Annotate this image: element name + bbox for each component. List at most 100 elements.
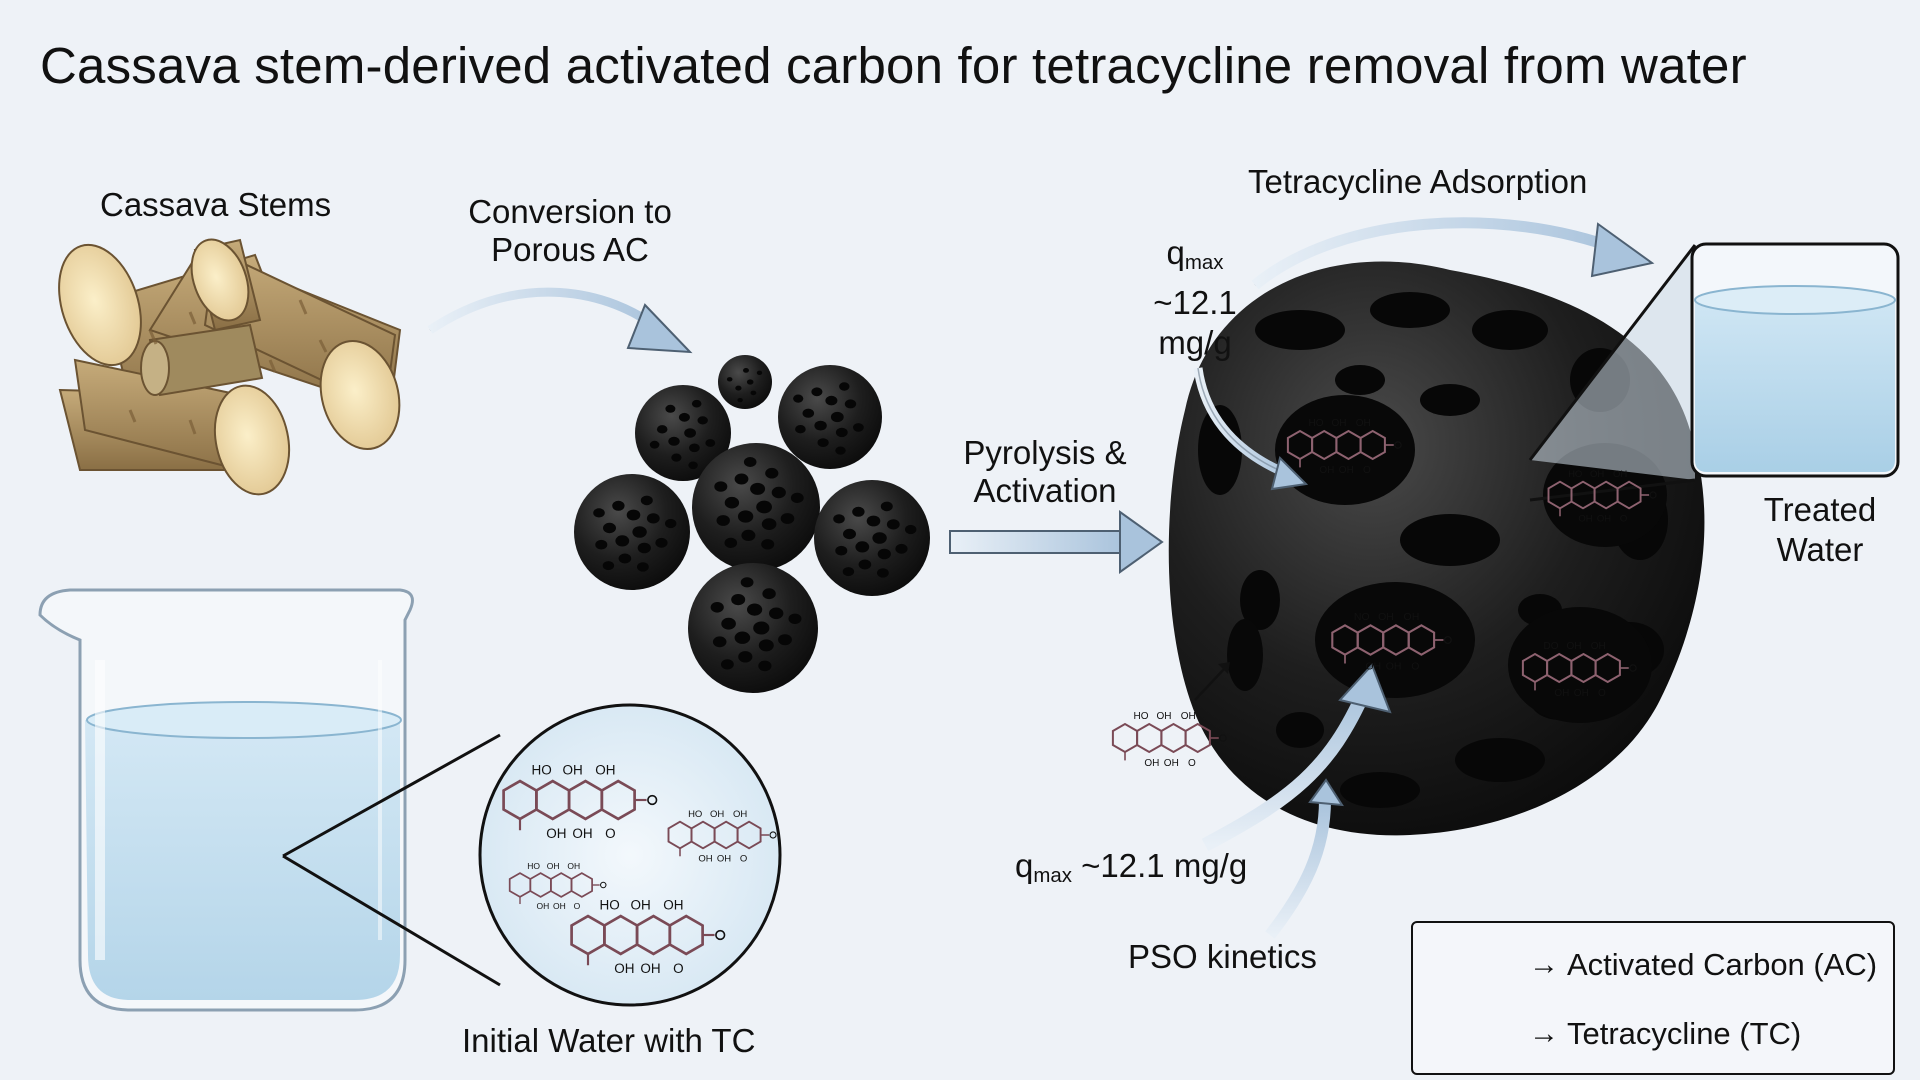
pore xyxy=(1400,514,1500,566)
molecule-atom-label: OH xyxy=(1144,758,1159,769)
large-activated-carbon-particle xyxy=(1168,261,1705,836)
log xyxy=(140,323,264,397)
molecule-atom-label: OH xyxy=(1574,688,1589,699)
label-conversion: Conversion to Porous AC xyxy=(440,193,700,269)
molecule-atom-label: OH xyxy=(546,826,566,841)
label-treated-line2: Water xyxy=(1776,531,1864,568)
carbon-particle xyxy=(574,474,690,590)
carbon-particle xyxy=(692,443,820,571)
molecule-atom-label: OH xyxy=(631,897,651,912)
arrow-molecule-entering xyxy=(1194,662,1230,701)
label-treated-line1: Treated xyxy=(1763,491,1877,528)
molecule-atom-label: O xyxy=(1598,688,1606,699)
molecule-atom-label: OH xyxy=(572,826,592,841)
molecule-atom-label: OH xyxy=(595,762,615,777)
carbon-particle xyxy=(718,355,772,409)
molecule-atom-label: OH xyxy=(663,897,683,912)
legend-arrow-tc: → xyxy=(1529,1017,1559,1050)
molecule-atom-label: OH xyxy=(1181,711,1196,722)
molecule-atom-label: OH xyxy=(1332,418,1347,429)
carbon-particle xyxy=(778,365,882,469)
molecule-atom-label: OH xyxy=(1319,465,1334,476)
legend-label-tc: Tetracycline (TC) xyxy=(1567,1016,1802,1051)
beaker-initial-water xyxy=(38,588,414,1012)
log xyxy=(190,238,262,332)
molecule-atom-label: OH xyxy=(536,901,549,911)
molecule-atom-label: OH xyxy=(1567,641,1582,652)
molecule-atom-label: OH xyxy=(710,809,724,820)
molecule-atom-label: DO xyxy=(1543,641,1558,652)
molecule-atom-label: OH xyxy=(1597,514,1611,525)
pore xyxy=(1420,384,1480,416)
molecule-atom-label: OH xyxy=(1378,611,1394,623)
molecule-atom-label: O xyxy=(1620,514,1627,525)
molecule-atom-label: OH xyxy=(1356,418,1371,429)
molecule-atom-label: OH xyxy=(1386,660,1402,672)
label-qmax-top: qmax ~12.1 mg/g xyxy=(1125,233,1265,363)
pore xyxy=(1370,292,1450,328)
label-pyrolysis: Pyrolysis & Activation xyxy=(930,434,1160,510)
label-adsorption: Tetracycline Adsorption xyxy=(1248,163,1588,200)
molecule-atom-label: OH xyxy=(1591,641,1606,652)
pore xyxy=(1240,570,1280,630)
molecule-atom-label: OH xyxy=(563,762,583,777)
carbon-particle xyxy=(814,480,930,596)
legend-label-ac: Activated Carbon (AC) xyxy=(1567,947,1878,982)
molecule-atom-label: O xyxy=(740,854,747,865)
molecule-atom-label: HO xyxy=(688,809,702,820)
arrow-pso xyxy=(1265,778,1344,939)
pore xyxy=(1198,405,1242,495)
molecule-atom-label: HO xyxy=(531,762,551,777)
molecule-atom-label: OH xyxy=(547,861,560,871)
qmax-symbol: qmax xyxy=(1166,234,1224,275)
molecule-atom-label: OH xyxy=(1590,469,1604,480)
molecule-atom-label: OH xyxy=(567,861,580,871)
adsorption-pore xyxy=(1275,395,1415,505)
adsorption-pore xyxy=(1315,582,1475,698)
molecule-atom-label: HO xyxy=(599,897,619,912)
qmax-unit: mg/g xyxy=(1158,324,1232,362)
diagram-title: Cassava stem-derived activated carbon fo… xyxy=(40,37,1747,94)
molecule-atom-label: OH xyxy=(1339,465,1354,476)
molecule-atom-label: O xyxy=(1363,465,1371,476)
molecule-atom-label: O xyxy=(673,961,684,976)
curved-arrow-conversion xyxy=(427,287,693,354)
pore xyxy=(1340,772,1420,808)
molecule-atom-label: NO xyxy=(1354,611,1370,623)
label-treated-water: Treated Water xyxy=(1740,490,1900,570)
qmax-value: ~12.1 xyxy=(1153,284,1237,322)
label-pyrolysis-line2: Activation xyxy=(973,472,1117,509)
label-qmax-bottom: qmax ~12.1 mg/g xyxy=(1015,847,1248,888)
straight-arrow-pyrolysis xyxy=(949,510,1164,574)
legend-arrow-ac: → xyxy=(1529,948,1559,981)
curved-arrow-adsorption xyxy=(1251,217,1655,290)
zoom-callout xyxy=(282,703,782,1007)
molecule-atom-label: OH xyxy=(640,961,660,976)
label-pyrolysis-line1: Pyrolysis & xyxy=(963,434,1127,471)
carbon-particle xyxy=(688,563,818,693)
zoom-to-treated-water xyxy=(1528,244,1697,502)
treated-water-cup xyxy=(1690,242,1900,478)
molecule-atom-label: OH xyxy=(1578,514,1592,525)
pore xyxy=(1455,738,1545,782)
molecule-atom-label: OH xyxy=(1164,758,1179,769)
molecule-atom-label: O xyxy=(1411,660,1419,672)
molecule-atom-label: O xyxy=(574,901,581,911)
label-pso-kinetics: PSO kinetics xyxy=(1128,938,1317,975)
molecule-atom-label: HO xyxy=(527,861,540,871)
molecule-atom-label: HO xyxy=(1133,711,1148,722)
cassava-stems-illustration xyxy=(58,238,402,496)
pore xyxy=(1255,310,1345,350)
label-initial-water: Initial Water with TC xyxy=(462,1022,756,1059)
molecule-atom-label: OH xyxy=(733,809,747,820)
label-conversion-line1: Conversion to xyxy=(468,193,672,230)
molecule-atom-label: OH xyxy=(1554,688,1569,699)
